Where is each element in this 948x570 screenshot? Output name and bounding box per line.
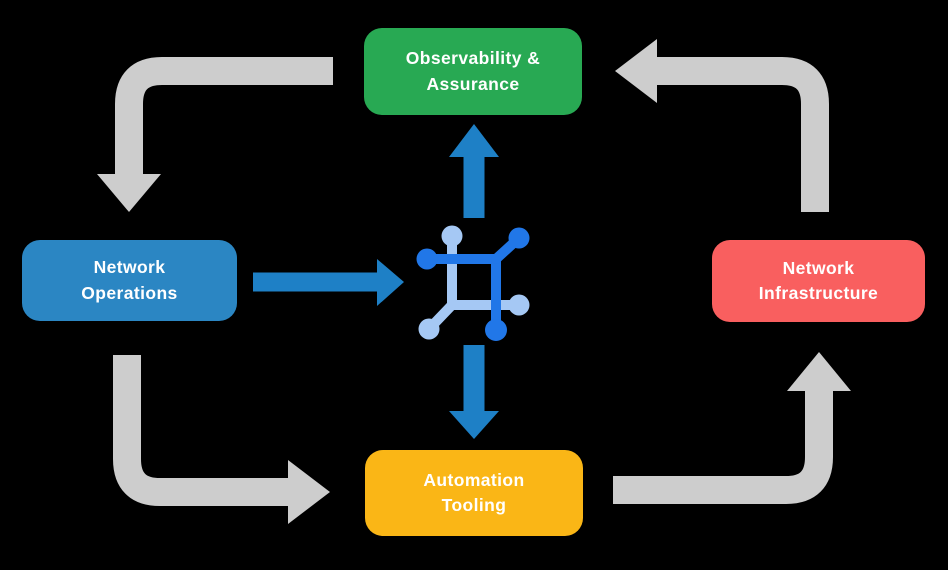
arrow-head	[377, 259, 404, 306]
arrow-shaft	[657, 57, 829, 212]
arrow-head	[615, 39, 657, 103]
node-automation-label: Automation Tooling	[423, 469, 525, 515]
arrow-head	[449, 124, 499, 157]
node-network-operations: Network Operations	[22, 240, 237, 321]
arrow-head	[449, 411, 499, 439]
node-observability-label: Observability & Assurance	[405, 48, 541, 94]
node-automation-tooling: Automation Tooling	[365, 450, 583, 536]
node-observability-assurance: Observability & Assurance	[364, 28, 582, 115]
node-network-infrastructure: Network Infrastructure	[712, 240, 925, 322]
arrow-center-icon-to-automation	[449, 345, 499, 439]
arrow-automation-to-infrastructure	[613, 352, 851, 504]
icon-node-bottom	[485, 319, 507, 341]
node-operations-label: Network Operations	[81, 257, 178, 303]
icon-node-left	[416, 248, 438, 270]
network-nodes-icon	[416, 225, 530, 341]
arrow-shaft	[113, 355, 290, 506]
icon-node-right	[508, 294, 530, 316]
arrow-center-icon-to-observability	[449, 124, 499, 218]
arrow-head	[288, 460, 330, 524]
icon-node-upper-right	[508, 227, 530, 249]
icon-node-top	[441, 225, 463, 247]
arrow-operations-to-center-icon	[253, 259, 404, 306]
arrow-shaft	[613, 389, 833, 504]
arrow-head	[97, 174, 161, 212]
arrow-head	[787, 352, 851, 391]
node-infrastructure-label: Network Infrastructure	[758, 257, 879, 303]
arrow-shaft	[115, 57, 333, 176]
arrow-observability-to-operations	[97, 57, 333, 212]
icon-node-lower-left	[418, 318, 440, 340]
arrow-infrastructure-to-observability	[615, 39, 829, 212]
arrow-operations-to-automation	[113, 355, 330, 524]
